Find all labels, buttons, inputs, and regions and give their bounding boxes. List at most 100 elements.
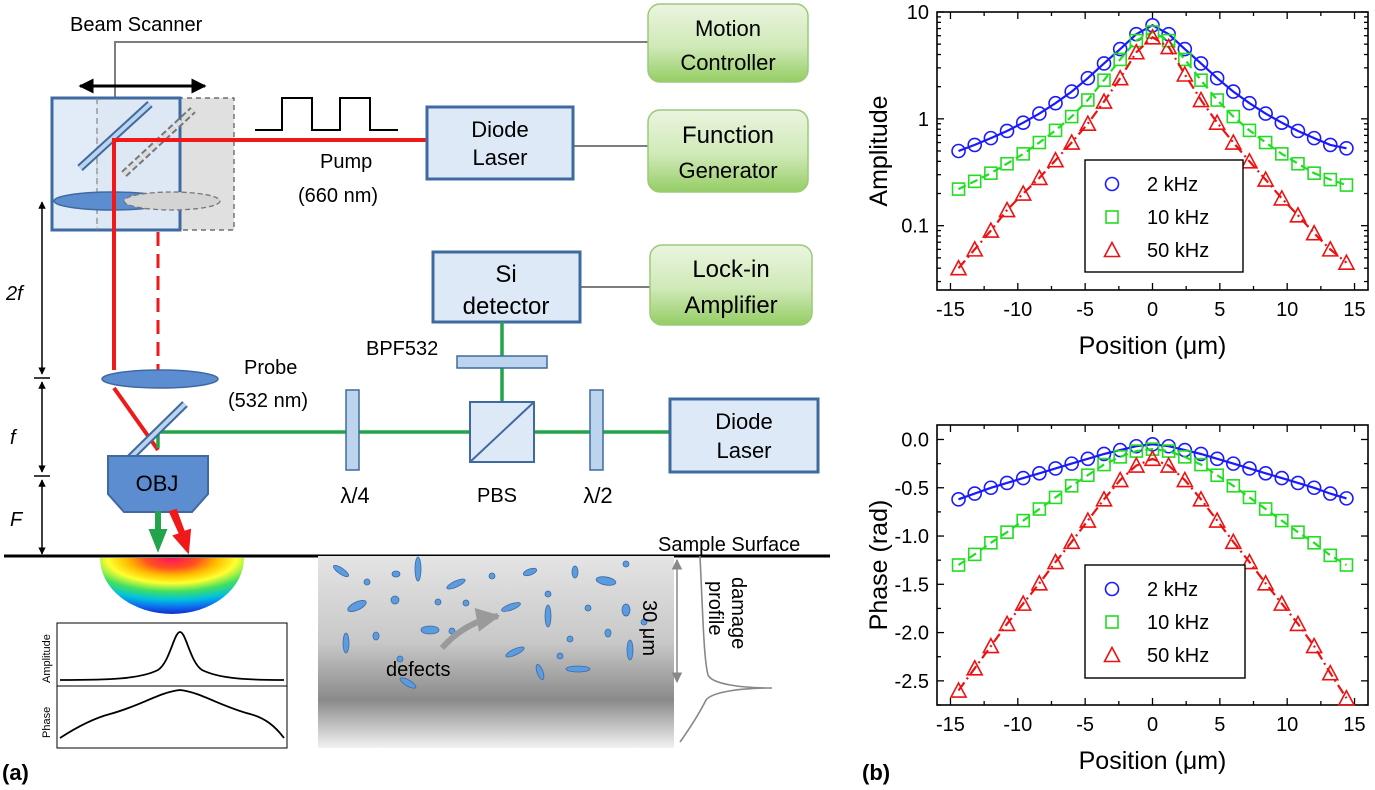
half-wave-label: λ/2	[583, 483, 612, 508]
data-point	[1321, 663, 1340, 681]
data-point	[1112, 41, 1128, 57]
data-point	[967, 547, 982, 562]
dichroic-mirror-inner	[128, 402, 187, 460]
data-point	[1014, 594, 1033, 611]
defects-label: defects	[386, 659, 450, 681]
pbs-diagonal	[469, 401, 535, 463]
data-point	[1322, 137, 1338, 153]
legend-box	[1084, 159, 1244, 273]
series-2-kHz	[951, 18, 1354, 159]
legend-label: 2 kHz	[1147, 579, 1198, 601]
data-point	[1032, 502, 1047, 516]
data-point	[1032, 135, 1047, 150]
data-point	[1000, 156, 1014, 171]
dim-2f-label: 2f	[5, 283, 25, 305]
data-point	[1032, 465, 1047, 481]
data-point	[967, 137, 983, 153]
legend-label: 50 kHz	[1147, 240, 1209, 262]
data-point	[1226, 84, 1241, 99]
data-point	[1210, 93, 1224, 107]
y-axis-label: Amplitude	[865, 95, 893, 206]
legend-label: 50 kHz	[1147, 645, 1209, 667]
data-point	[1030, 574, 1049, 591]
data-point	[1081, 93, 1095, 107]
data-point	[1193, 56, 1209, 71]
data-point	[1290, 475, 1306, 491]
data-point	[1339, 140, 1354, 156]
fit-line	[957, 457, 1348, 699]
data-point	[1209, 451, 1225, 467]
x-axis-label: Position (μm)	[1079, 747, 1227, 775]
fit-line	[957, 447, 1348, 566]
data-point	[965, 659, 984, 676]
data-point	[1143, 28, 1162, 45]
data-point	[1339, 178, 1354, 192]
data-point	[1015, 115, 1031, 131]
data-point	[965, 240, 984, 257]
dim-f-label: f	[10, 427, 18, 449]
data-point	[951, 143, 966, 159]
data-point	[1258, 135, 1273, 150]
x-tick-label: 10	[1276, 299, 1298, 321]
y-axis-label: Phase (rad)	[865, 500, 893, 631]
panel-a-label: (a)	[2, 760, 29, 785]
legend-marker	[1103, 645, 1121, 663]
data-point	[1096, 446, 1112, 462]
legend-marker	[1105, 210, 1119, 224]
bpf-filter	[456, 355, 548, 369]
objective-label: OBJ	[136, 471, 179, 496]
data-point	[984, 535, 998, 550]
data-point	[1258, 502, 1273, 516]
x-axis-label: Position (μm)	[1079, 332, 1227, 360]
pump-label-line1: Pump	[320, 151, 372, 173]
data-point	[982, 636, 1000, 654]
data-point	[1113, 52, 1127, 67]
sample-surface-label: Sample Surface	[658, 534, 800, 556]
data-point	[1274, 470, 1290, 486]
data-point	[1177, 41, 1193, 57]
data-point	[998, 200, 1016, 218]
data-point	[1242, 490, 1257, 505]
data-point	[1048, 490, 1063, 505]
data-point	[1175, 470, 1194, 488]
pump-pulse-train	[255, 97, 398, 131]
data-point	[1111, 470, 1130, 488]
data-point	[1129, 33, 1144, 48]
data-point	[1048, 461, 1063, 476]
data-point	[1064, 84, 1079, 99]
data-point	[1080, 70, 1096, 86]
lockin-amplifier-box	[649, 244, 813, 326]
data-point	[1192, 490, 1210, 507]
half-wave-plate	[589, 389, 604, 471]
legend-marker	[1103, 240, 1121, 258]
data-point	[1210, 468, 1224, 483]
data-point	[1258, 106, 1273, 121]
motion-controller-line1: Motion	[695, 16, 761, 41]
data-point	[1275, 513, 1289, 528]
data-point	[951, 558, 966, 572]
data-point	[1209, 70, 1225, 86]
legend-label: 2 kHz	[1147, 174, 1198, 196]
data-point	[1048, 123, 1063, 138]
data-point	[1000, 525, 1014, 539]
pump-diode-laser-line1: Diode	[471, 117, 528, 142]
data-point	[1337, 253, 1356, 271]
damage-profile-curve	[679, 555, 773, 743]
defect-ellipses	[333, 556, 648, 689]
data-point	[1046, 552, 1065, 570]
pbs-label: PBS	[477, 485, 517, 507]
data-point	[1062, 532, 1081, 550]
probe-diode-laser-line2: Laser	[716, 438, 771, 463]
pump-label-line2: (660 nm)	[298, 185, 378, 207]
si-detector-line1: Si	[495, 261, 516, 288]
relay-lens	[101, 369, 219, 389]
y-tick-label: -1.0	[895, 526, 929, 548]
motion-controller-box	[647, 3, 809, 83]
x-tick-label: -5	[1076, 714, 1094, 736]
bpf-label: BPF532	[366, 338, 438, 360]
series-10-kHz	[951, 442, 1354, 572]
data-point	[1145, 442, 1160, 456]
objective-lens	[107, 455, 209, 513]
legend-marker	[1104, 176, 1120, 192]
